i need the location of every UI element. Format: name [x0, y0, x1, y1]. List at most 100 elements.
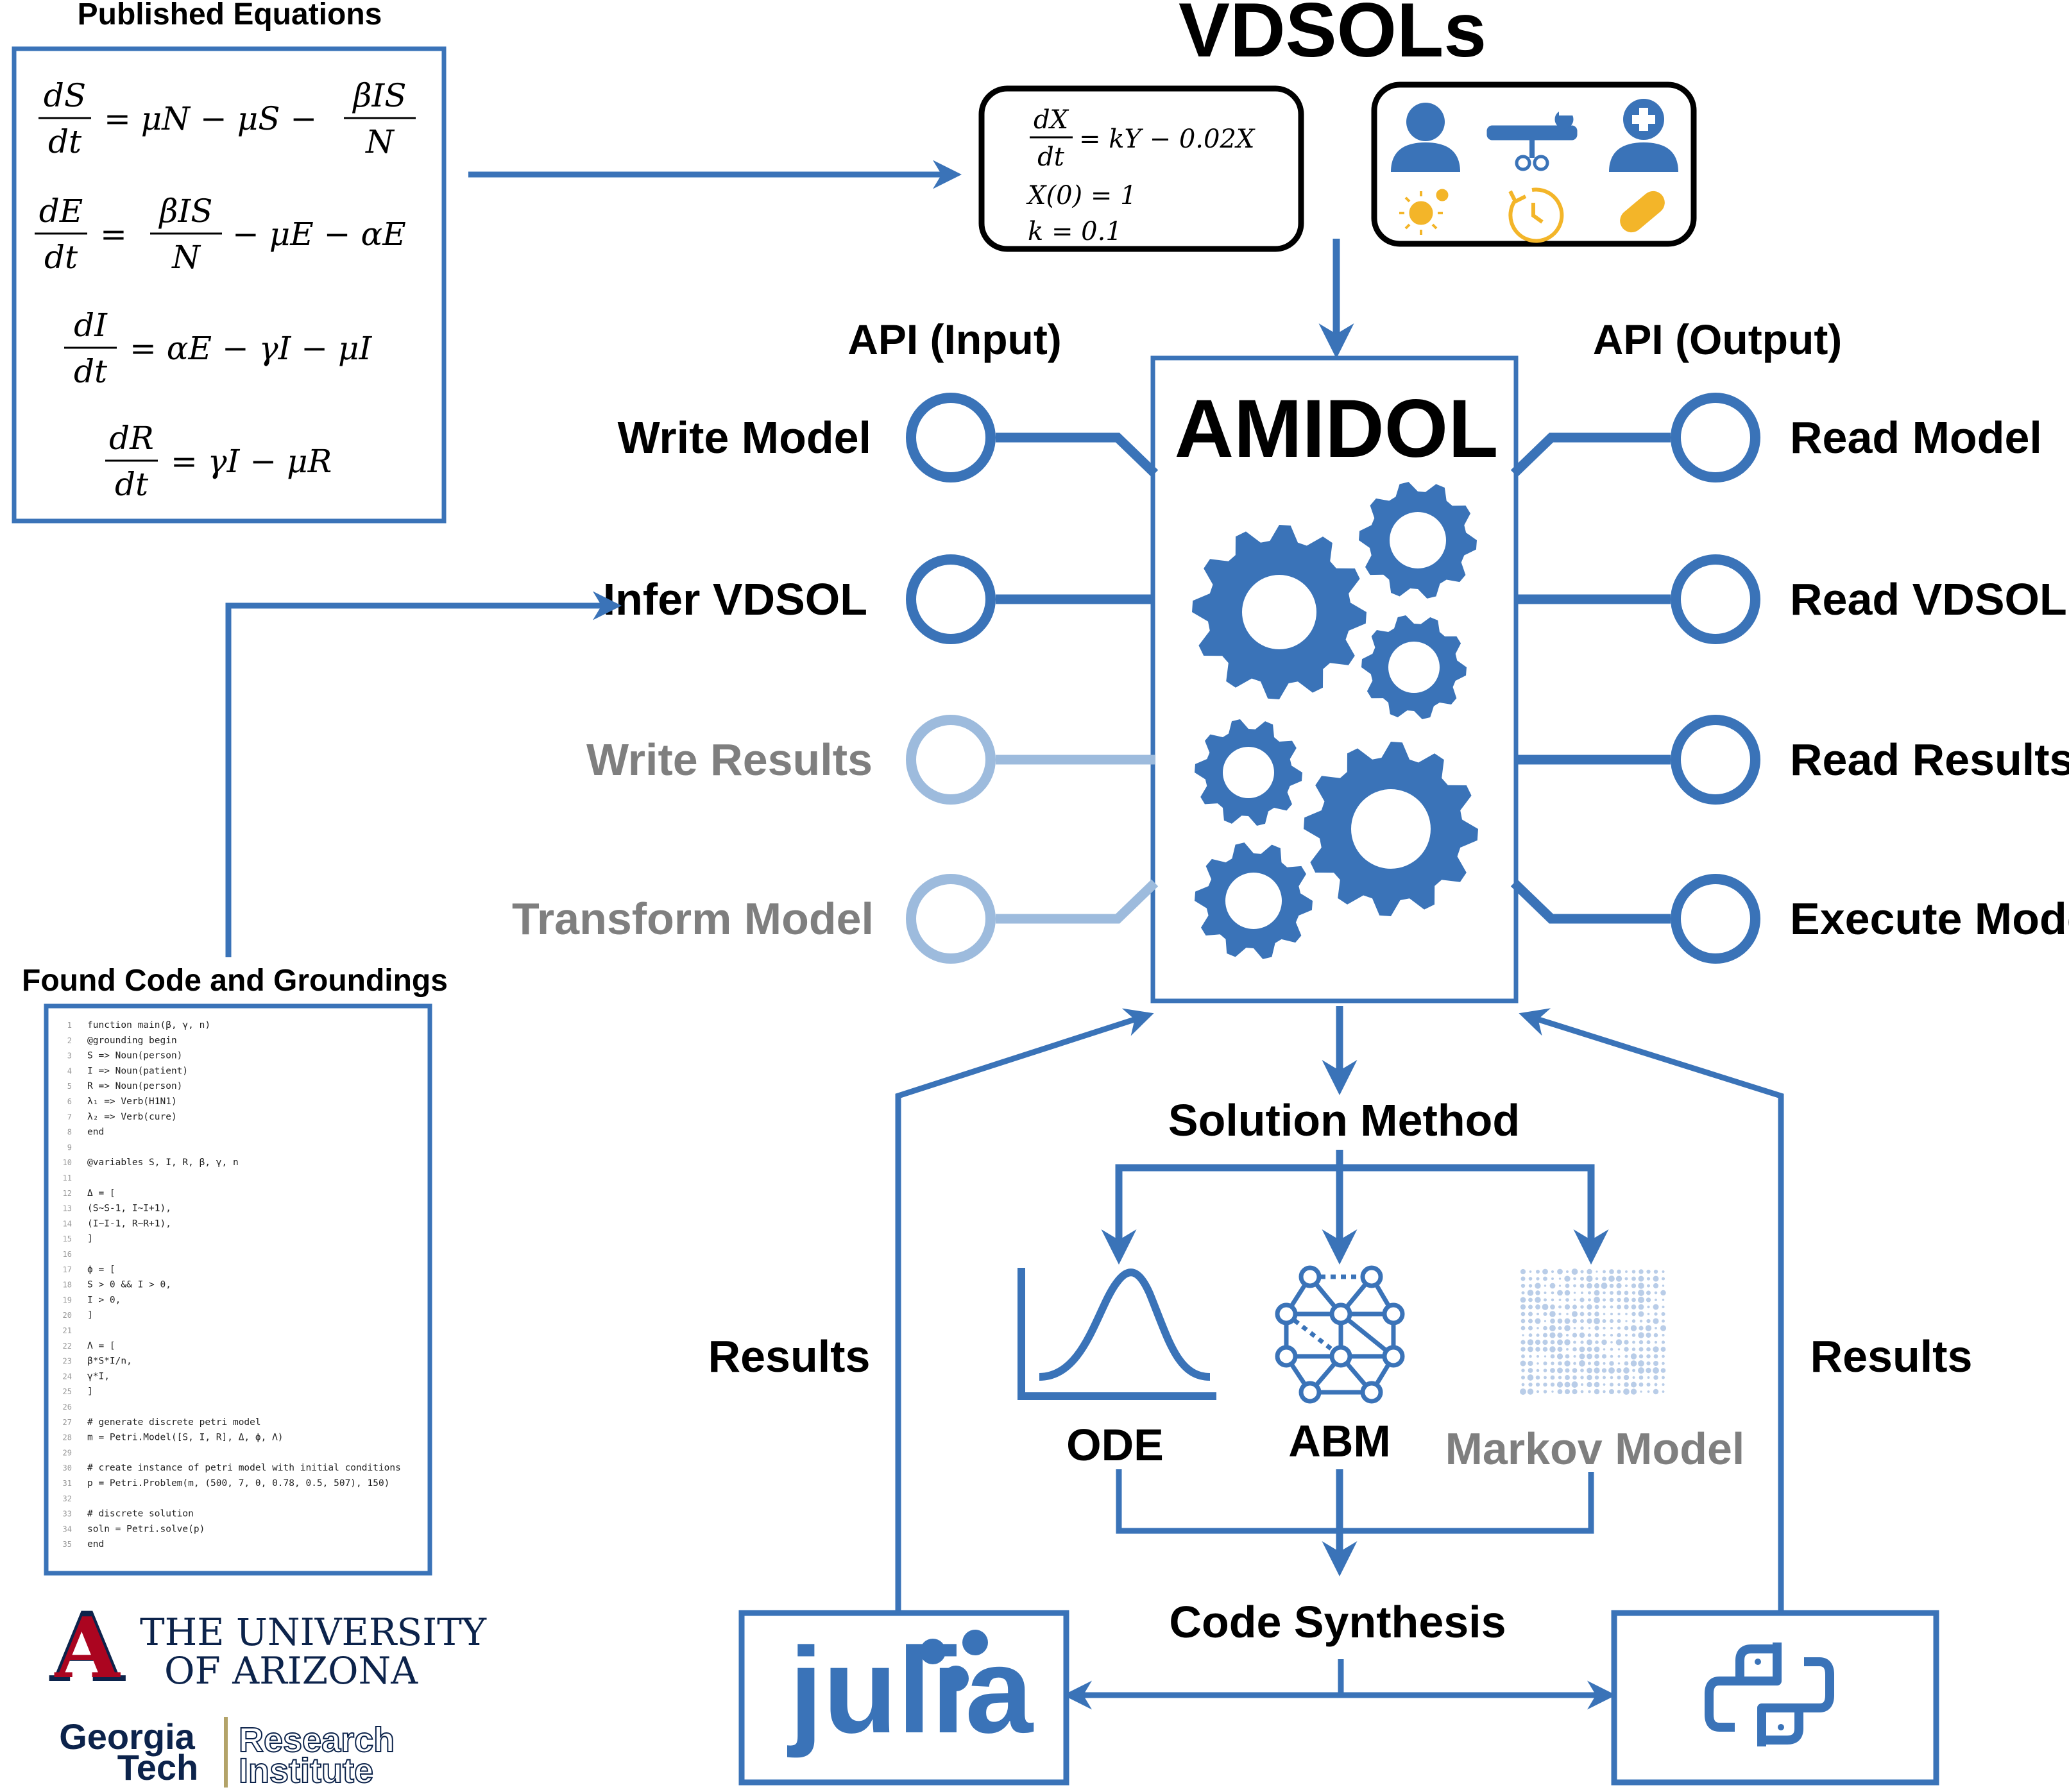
matrix-dot [1536, 1312, 1540, 1316]
api-output-execute-model[interactable]: Execute Model [1510, 874, 2069, 964]
port-circle[interactable] [1671, 874, 1760, 964]
gear-icon [1304, 742, 1478, 916]
arizona-block-a-icon: A A [49, 1591, 126, 1704]
port-circle[interactable] [1671, 393, 1760, 482]
matrix-dot [1522, 1334, 1524, 1336]
code-synthesis-title: Code Synthesis [1169, 1597, 1506, 1647]
code-line: 20 ] [63, 1310, 93, 1320]
matrix-dot [1587, 1347, 1592, 1352]
matrix-dot [1639, 1382, 1644, 1387]
code-line: 23 β*S*I/n, [63, 1356, 132, 1367]
matrix-dot [1557, 1347, 1563, 1352]
matrix-dot [1528, 1368, 1533, 1373]
matrix-dot [1572, 1347, 1577, 1352]
matrix-dot [1601, 1354, 1607, 1359]
matrix-dot [1557, 1268, 1563, 1275]
code-line: 21 [63, 1326, 72, 1335]
matrix-dot [1551, 1390, 1554, 1393]
matrix-dot [1571, 1381, 1578, 1388]
matrix-dot [1564, 1381, 1571, 1388]
line-number: 27 [63, 1418, 72, 1427]
port-circle[interactable] [1671, 715, 1760, 805]
port-circle[interactable] [1671, 554, 1760, 644]
matrix-dot [1624, 1304, 1629, 1310]
matrix-dot [1654, 1383, 1658, 1387]
matrix-dot [1646, 1367, 1651, 1374]
matrix-dot [1587, 1361, 1592, 1365]
matrix-dot [1564, 1318, 1571, 1324]
equation-numerator: dE [39, 192, 83, 230]
matrix-dot [1653, 1375, 1658, 1380]
line-number: 3 [67, 1052, 72, 1061]
matrix-dot [1536, 1369, 1540, 1372]
matrix-dot [1535, 1347, 1540, 1352]
api-input-write-results[interactable]: Write Results [586, 715, 1155, 805]
api-input-infer-vdsol[interactable]: Infer VDSOL [603, 554, 1155, 644]
api-input-transform-model[interactable]: Transform Model [512, 874, 1159, 964]
matrix-dot [1661, 1340, 1665, 1344]
python-box [1611, 1610, 1939, 1786]
vdsol-initial-condition: X(0) = 1 [1026, 181, 1137, 210]
matrix-dot [1594, 1304, 1599, 1310]
matrix-dot [1543, 1382, 1547, 1387]
code-text: # create instance of petri model with in… [87, 1463, 401, 1473]
matrix-dot [1527, 1290, 1534, 1296]
matrix-dot [1631, 1333, 1636, 1337]
arizona-a-fill: A [54, 1599, 121, 1697]
api-input-write-model[interactable]: Write Model [618, 393, 1159, 482]
code-line: 14 (I~I-1, R~R+1), [63, 1218, 171, 1229]
port-circle[interactable] [906, 393, 996, 482]
matrix-dot [1528, 1333, 1533, 1337]
matrix-dot [1536, 1390, 1540, 1394]
matrix-dot [1551, 1291, 1554, 1295]
line-number: 4 [67, 1066, 72, 1075]
matrix-dot [1662, 1270, 1665, 1273]
found-code-box [44, 1003, 432, 1576]
matrix-dot [1625, 1320, 1628, 1322]
matrix-dot [1535, 1269, 1540, 1274]
matrix-dot [1527, 1388, 1534, 1395]
matrix-dot [1587, 1298, 1592, 1302]
port-circle[interactable] [906, 715, 996, 805]
matrix-dot [1631, 1283, 1637, 1288]
georgia-tech-research-institute-logo: Georgia Tech Research Institute [59, 1716, 395, 1791]
api-output-read-vdsol[interactable]: Read VDSOL [1514, 554, 2067, 644]
code-line: 33 # discrete solution [63, 1509, 194, 1519]
matrix-dot [1653, 1276, 1659, 1282]
matrix-dot [1645, 1325, 1652, 1331]
port-circle[interactable] [906, 874, 996, 964]
matrix-dot [1646, 1277, 1651, 1281]
matrix-dot [1566, 1348, 1569, 1351]
matrix-dot [1594, 1381, 1600, 1388]
code-line: 4 I => Noun(patient) [67, 1066, 188, 1076]
matrix-dot [1549, 1311, 1556, 1317]
matrix-dot [1558, 1376, 1562, 1379]
matrix-dot [1660, 1290, 1666, 1296]
gt-line-2: Tech [117, 1747, 199, 1788]
matrix-dot [1609, 1269, 1614, 1274]
matrix-dot [1573, 1327, 1576, 1329]
matrix-dot [1653, 1367, 1659, 1374]
matrix-dot [1551, 1298, 1554, 1302]
api-output-read-model[interactable]: Read Model [1510, 393, 2042, 482]
gear-icon [1359, 482, 1477, 599]
matrix-dot [1653, 1318, 1659, 1324]
matrix-dot [1543, 1361, 1547, 1366]
matrix-dot [1572, 1318, 1577, 1324]
code-line: 8 end [67, 1127, 104, 1138]
vdsol-eq-denominator: dt [1037, 142, 1065, 172]
port-circle[interactable] [906, 554, 996, 644]
matrix-dot [1579, 1353, 1585, 1360]
fraction-denominator: N [171, 239, 201, 276]
amidol-title: AMIDOL [1175, 383, 1499, 475]
api-output-read-results[interactable]: Read Results [1514, 715, 2069, 805]
matrix-dot [1528, 1346, 1533, 1353]
solution-method-title: Solution Method [1168, 1095, 1520, 1145]
api-input-label: API (Input) [847, 316, 1062, 363]
matrix-dot [1572, 1333, 1578, 1338]
gtri-line-1: Research [239, 1721, 395, 1759]
line-number: 23 [63, 1357, 72, 1366]
matrix-dot [1639, 1326, 1644, 1331]
code-line: 18 S > 0 && I > 0, [63, 1280, 171, 1290]
